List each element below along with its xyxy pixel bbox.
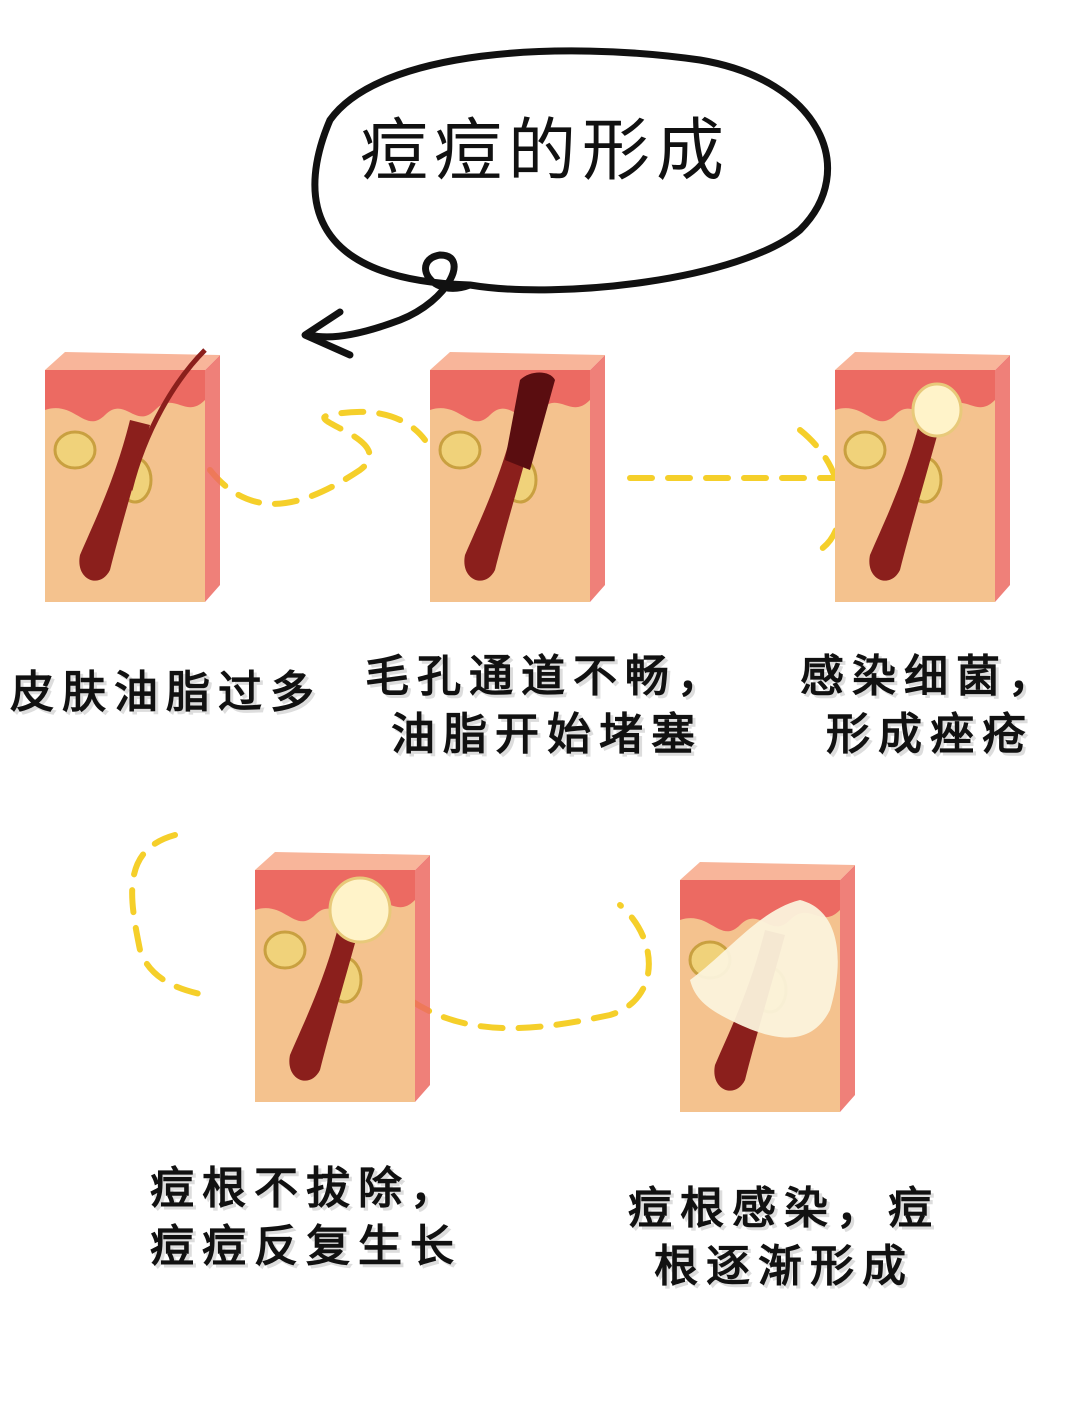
hair-strand xyxy=(127,348,207,491)
inflammation xyxy=(690,900,838,1038)
skin-cross-section xyxy=(255,852,430,1102)
speech-bubble xyxy=(306,47,831,341)
caption-line: 形成痤疮 xyxy=(826,709,1034,760)
skin-cross-section xyxy=(430,352,605,602)
skin-block-4 xyxy=(245,840,440,1114)
caption-line: 痘根不拔除， xyxy=(150,1163,462,1214)
skin-cross-section xyxy=(45,348,220,602)
hair-follicle xyxy=(79,420,150,581)
hair-follicle xyxy=(869,420,940,581)
pus-pocket xyxy=(911,382,963,438)
skin-cross-section xyxy=(680,862,855,1112)
caption-stage-3: 感染细菌， 形成痤疮 xyxy=(800,648,1060,764)
pus-pocket xyxy=(328,876,392,944)
page-title: 痘痘的形成 xyxy=(360,112,731,191)
skin-block-5 xyxy=(670,850,865,1124)
connector-4-5 xyxy=(407,902,652,1032)
caption-line: 痘根感染，痘 xyxy=(628,1183,940,1234)
connector-1-2 xyxy=(207,408,428,507)
caption-stage-4: 痘根不拔除， 痘痘反复生长 xyxy=(150,1160,462,1276)
hair-follicle xyxy=(289,920,360,1081)
skin-block-3 xyxy=(825,340,1020,614)
caption-line: 皮肤油脂过多 xyxy=(10,667,322,718)
caption-line: 痘痘反复生长 xyxy=(150,1221,462,1272)
caption-line: 感染细菌， xyxy=(800,651,1060,702)
skin-block-2 xyxy=(420,340,615,614)
caption-line: 油脂开始堵塞 xyxy=(391,709,703,760)
caption-line: 毛孔通道不畅， xyxy=(365,651,729,702)
skin-cross-section xyxy=(835,352,1010,602)
caption-stage-1: 皮肤油脂过多 xyxy=(10,664,322,722)
skin-block-1 xyxy=(35,340,230,614)
caption-line: 根逐渐形成 xyxy=(654,1241,914,1292)
connector-4-left xyxy=(129,832,208,998)
caption-stage-5: 痘根感染，痘 根逐渐形成 xyxy=(628,1180,940,1296)
arrow-head-icon xyxy=(301,308,354,359)
caption-stage-2: 毛孔通道不畅， 油脂开始堵塞 xyxy=(365,648,729,764)
sebum-plug xyxy=(505,372,555,470)
